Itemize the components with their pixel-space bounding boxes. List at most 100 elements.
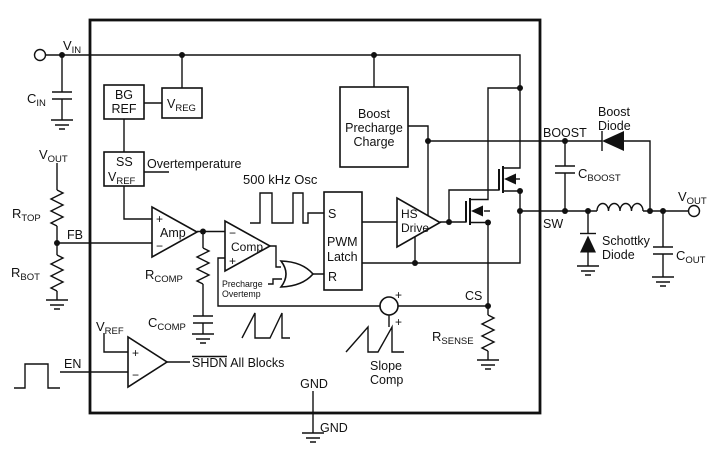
cboost-label: CBOOST xyxy=(578,166,621,184)
or-gate: Precharge Overtemp xyxy=(222,260,324,299)
clock-waveform xyxy=(250,192,324,224)
lowfet-arrow xyxy=(471,205,483,217)
power-fets xyxy=(465,87,521,306)
summing-plus-top: + xyxy=(395,288,402,302)
cin-label: CIN xyxy=(27,91,46,109)
ramp-waveform xyxy=(241,312,290,339)
lowfet-drain-wire xyxy=(470,87,520,201)
shdn-label: SHDN All Blocks xyxy=(192,356,284,370)
rbot-resistor xyxy=(49,254,65,292)
boost-precharge-label-3: Charge xyxy=(354,135,395,149)
comp-label: Comp xyxy=(231,240,263,254)
slope-waveform xyxy=(345,324,404,353)
cs-label: CS xyxy=(465,289,482,303)
latch-label-1: PWM xyxy=(327,235,358,249)
rcomp-resistor xyxy=(195,247,211,285)
boost-pin-network: BOOST CBOOST Boost Diode xyxy=(543,105,651,211)
topfet-source-wire xyxy=(503,190,521,211)
osc-label: 500 kHz Osc xyxy=(243,172,318,187)
ss-vref-block: SS VREF Overtemperature xyxy=(103,151,242,220)
ground-symbol xyxy=(46,299,68,310)
junction-dots xyxy=(54,52,666,309)
error-amplifier: + − Amp xyxy=(151,205,225,259)
bgref-label-2: REF xyxy=(112,102,137,116)
comp-output-wire xyxy=(270,245,281,268)
amp-minus-sign: − xyxy=(156,239,163,253)
en-pulse-waveform xyxy=(14,363,60,389)
boost-diode xyxy=(602,131,624,151)
rcomp-label: RCOMP xyxy=(145,267,183,285)
ground-symbol xyxy=(302,432,324,443)
boost-diode-label-2: Diode xyxy=(598,119,631,133)
rtop-label: RTOP xyxy=(12,206,41,224)
oscillator: 500 kHz Osc xyxy=(243,172,324,224)
topfet-arrow xyxy=(504,173,516,185)
en-pin-label: EN xyxy=(64,357,81,371)
precharge-label-2: Overtemp xyxy=(222,289,261,299)
amp-label: Amp xyxy=(160,226,186,240)
ground-symbol xyxy=(477,359,499,370)
current-sense-network: + + Slope Comp CS RSENSE xyxy=(345,288,499,387)
vin-input-section: VIN CIN xyxy=(27,38,521,169)
inductor xyxy=(596,202,644,212)
en-comp-plus-sign: + xyxy=(132,346,139,360)
latch-s-input-label: S xyxy=(328,207,336,221)
latch-r-input-label: R xyxy=(328,270,337,284)
hs-drive-label-2: Drive xyxy=(401,221,429,235)
bg-ref-block: BG REF xyxy=(103,55,183,152)
vin-terminal xyxy=(33,48,47,62)
chip-boundary xyxy=(88,18,542,415)
cout-capacitor xyxy=(653,246,673,255)
boost-precharge-label-2: Precharge xyxy=(345,121,403,135)
pwm-latch: S PWM Latch R xyxy=(323,191,397,291)
feedback-divider: VOUT RTOP RBOT FB xyxy=(11,147,152,310)
vref-en-label: VREF xyxy=(96,319,124,337)
rtop-resistor xyxy=(49,189,65,227)
ccomp-label: CCOMP xyxy=(148,315,186,333)
boost-precharge-block: Boost Precharge Charge xyxy=(339,55,602,168)
hs-drive-label-1: HS xyxy=(401,207,418,221)
ss-vref-label: VREF xyxy=(108,170,136,187)
en-comp-minus-sign: − xyxy=(132,368,139,382)
vreg-block: VREG xyxy=(161,87,203,119)
schottky-diode xyxy=(580,235,596,253)
comp-minus-sign: − xyxy=(229,226,236,240)
amp-plus-sign: + xyxy=(156,212,163,226)
hs-drive: HS Drive xyxy=(362,141,521,264)
vout-right-label: VOUT xyxy=(678,189,707,207)
ccomp-capacitor xyxy=(193,315,213,324)
rbot-label: RBOT xyxy=(11,265,40,283)
rsense-resistor xyxy=(480,314,496,352)
gnd-outer-label: GND xyxy=(320,421,348,435)
boost-pin-label: BOOST xyxy=(543,126,587,140)
cout-label: COUT xyxy=(676,248,706,266)
enable-comparator: + − VREF EN SHDN All Blocks xyxy=(14,319,284,389)
overtemperature-label: Overtemperature xyxy=(147,157,242,171)
comp-plus-input-wire xyxy=(217,257,380,307)
ground-symbol xyxy=(192,333,214,344)
slope-comp-label-1: Slope xyxy=(370,359,402,373)
boost-diode-label-1: Boost xyxy=(598,105,630,119)
ground-symbol xyxy=(652,276,674,287)
comp-plus-sign: + xyxy=(229,254,236,268)
vin-label: VIN xyxy=(63,38,81,56)
latch-label-2: Latch xyxy=(327,250,358,264)
ground-symbol xyxy=(51,119,73,130)
vout-left-label: VOUT xyxy=(39,147,68,165)
boost-precharge-label-1: Boost xyxy=(358,107,390,121)
vreg-label: VREG xyxy=(167,97,196,114)
fb-pin-label: FB xyxy=(67,228,83,242)
ground-pin: GND GND xyxy=(300,377,348,443)
schottky-label-2: Diode xyxy=(602,248,635,262)
summing-plus-bottom: + xyxy=(395,315,402,329)
ground-symbol xyxy=(577,265,599,276)
sw-pin-label: SW xyxy=(543,217,563,231)
bgref-label-1: BG xyxy=(115,88,133,102)
ss-label: SS xyxy=(116,155,133,169)
vout-terminal xyxy=(687,204,701,218)
cboost-capacitor xyxy=(555,165,575,174)
sw-output-network: SW Schottky Diode COUT VOUT xyxy=(520,189,707,287)
gnd-inner-label: GND xyxy=(300,377,328,391)
rsense-label: RSENSE xyxy=(432,329,474,347)
